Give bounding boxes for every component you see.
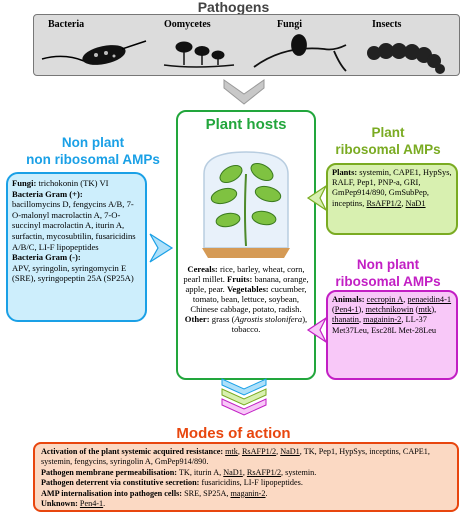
plant-hosts-list: Cereals: rice, barley, wheat, corn, pear…	[182, 264, 310, 334]
moa-l4-pre: SRE, SP25A,	[182, 488, 231, 498]
pathogens-panel: Bacteria Oomycetes Fungi Insects	[33, 14, 460, 76]
npnr-fungi-label: Fungi:	[12, 178, 37, 188]
moa-l5-label: Unknown:	[41, 499, 78, 509]
left-arrow-icon	[306, 184, 328, 212]
npr-penaeidin: penaeidin4-1	[407, 295, 452, 304]
npnr-gram-neg-label: Bacteria Gram (-):	[12, 252, 81, 263]
pr-sep: ,	[401, 198, 406, 208]
stacked-chevrons-icon	[221, 378, 267, 416]
other-label: Other:	[184, 314, 210, 324]
npnr-fungi: trichokonin (TK) VI	[36, 178, 109, 188]
vegetables-label: Vegetables:	[226, 284, 269, 294]
pr-plants-label: Plants:	[332, 168, 358, 177]
plant-ribosomal-title: Plant ribosomal AMPs	[318, 124, 458, 158]
moa-line-3: Pathogen deterrent via constitutive secr…	[41, 478, 451, 488]
moa-line-1: Activation of the plant systemic acquire…	[41, 447, 430, 467]
other-pre: grass (	[209, 314, 235, 324]
cereals-label: Cereals:	[187, 264, 218, 274]
fruits-list: banana, orange, apple, pear.	[185, 274, 309, 294]
pathogens-title: Pathogens	[197, 0, 270, 15]
moa-l1-nad1: NaD1	[280, 447, 300, 456]
moa-l2-pre: TK, iturin A,	[177, 467, 224, 477]
oomycetes-label: Oomycetes	[164, 19, 211, 30]
other-species: Agrostis stolonifera	[234, 314, 303, 324]
plant-icon	[202, 151, 290, 258]
npr-pen: Pen4-1	[334, 305, 359, 315]
npnr-title-line2: non ribosomal AMPs	[26, 152, 160, 167]
other-post: ), tobacco.	[231, 314, 308, 334]
npr-title-line2: ribosomal AMPs	[335, 274, 441, 289]
oomycetes-icon	[163, 41, 235, 68]
moa-l4-label: AMP internalisation into pathogen cells:	[41, 488, 183, 498]
moa-line-2: Pathogen membrane permeabilisation: TK, …	[41, 467, 317, 477]
fungi-label: Fungi	[277, 19, 303, 30]
npnr-gram-pos-label: Bacteria Gram (+):	[12, 188, 83, 199]
moa-l1-rest: , TK, Pep1, HypSys, inceptins, CAPE1, sy…	[41, 447, 430, 467]
moa-l1-mtk: mtk	[225, 447, 238, 456]
bacteria-icon	[41, 40, 147, 65]
left-arrow-icon-2	[306, 316, 328, 344]
insects-label: Insects	[372, 19, 402, 30]
npnr-gram-pos: bacillomycins D, fengycins A/B, 7-O-malo…	[12, 199, 136, 252]
moa-l4-magainin: maganin-2	[230, 488, 266, 498]
non-plant-non-ribosomal-box: Fungi: trichokonin (TK) VI Bacteria Gram…	[6, 172, 147, 322]
bacteria-label: Bacteria	[48, 19, 85, 30]
moa-l1-rsafp: RsAFP1/2	[241, 447, 277, 456]
npnr-gram-neg: APV, syringolin, syringomycin E (SRE), s…	[12, 262, 134, 284]
pr-plants: systemin, CAPE1, HypSys, RALF, Pep1, PNP…	[332, 168, 452, 208]
npr-title-line1: Non plant	[356, 257, 420, 272]
plant-hosts-title: Plant hosts	[205, 116, 287, 133]
moa-l1-label: Activation of the plant systemic acquire…	[41, 447, 224, 456]
npr-rest: , LL-37 Met37Leu, Esc28L Met-28Leu	[332, 315, 437, 335]
npr-animals-label: Animals:	[332, 295, 365, 304]
right-arrow-icon	[149, 233, 174, 263]
non-plant-non-ribosomal-title: Non plant non ribosomal AMPs	[8, 134, 178, 168]
non-plant-ribosomal-title: Non plant ribosomal AMPs	[318, 256, 458, 290]
npr-cecropin: cecropin A	[366, 295, 404, 304]
moa-line-4: AMP internalisation into pathogen cells:…	[41, 488, 268, 498]
pr-nad1: NaD1	[405, 198, 426, 208]
npr-metchnikowin: metchnikowin	[365, 305, 414, 315]
pathogen-illustrations	[41, 34, 445, 74]
insect-larva-icon	[367, 43, 445, 74]
pr-title-line2: ribosomal AMPs	[335, 142, 441, 157]
npr-magainin: magainin-2	[363, 315, 402, 325]
non-plant-ribosomal-box: Animals: cecropin A, penaeidin4-1 (Pen4-…	[326, 290, 458, 380]
pr-title-line1: Plant	[371, 125, 405, 140]
plant-hosts-panel: Plant hosts Cereals: rice, barley, wheat…	[176, 110, 316, 380]
moa-l3-label: Pathogen deterrent via constitutive secr…	[41, 478, 200, 488]
npr-thanatin: thanatin	[332, 315, 359, 325]
modes-of-action-title: Modes of action	[176, 425, 291, 442]
fruits-label: Fruits:	[227, 274, 253, 284]
npnr-title-line1: Non plant	[61, 135, 125, 150]
moa-l2-post: , systemin.	[281, 467, 317, 477]
fungi-icon	[253, 34, 347, 72]
moa-l2-rsafp: RsAFP1/2	[246, 467, 282, 477]
vegetables-list: cucumber, tomato, bean, lettuce, soybean…	[190, 284, 307, 314]
down-arrow-icon	[223, 79, 265, 105]
moa-l3: fusaricidins, LI-F lipopeptides.	[199, 478, 303, 488]
plant-ribosomal-box: Plants: systemin, CAPE1, HypSys, RALF, P…	[326, 163, 458, 235]
moa-l5-pen: Pen4-1	[79, 499, 104, 509]
moa-l2-label: Pathogen membrane permeabilisation:	[41, 467, 177, 477]
moa-line-5: Unknown: Pen4-1.	[41, 499, 106, 509]
npr-mtk: mtk	[418, 305, 432, 315]
modes-of-action-box: Activation of the plant systemic acquire…	[33, 442, 459, 512]
pr-rsafp: RsAFP1/2	[366, 198, 402, 208]
cereals-list: rice, barley, wheat, corn, pearl millet.	[183, 264, 305, 284]
moa-l2-nad1: NaD1	[223, 467, 243, 477]
